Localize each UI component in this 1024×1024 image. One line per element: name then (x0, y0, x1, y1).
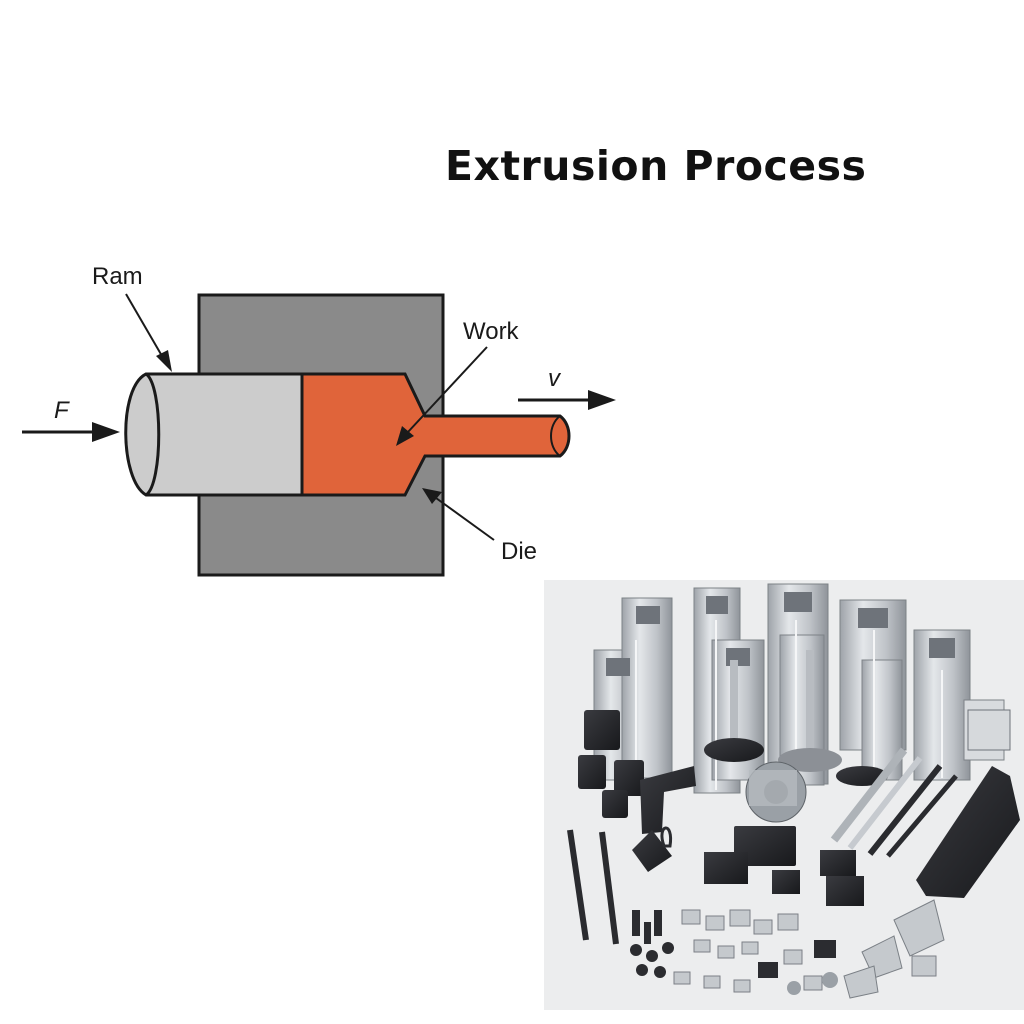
ram-end-curve (144, 372, 161, 497)
extrusion-products-photo (544, 580, 1024, 1010)
ram-label: Ram (92, 263, 143, 290)
extrudate-end-curve (550, 415, 561, 457)
force-arrow (92, 422, 120, 442)
leveling-feet (704, 650, 888, 823)
gusset-bracket (916, 766, 1020, 898)
velocity-label: v (548, 365, 562, 392)
extrusion-diagram: F v Ram Work Die (22, 263, 616, 577)
black-brackets (578, 710, 864, 906)
rails (567, 747, 958, 945)
work-label: Work (463, 318, 520, 345)
fasteners (630, 826, 945, 999)
ram (124, 372, 304, 497)
page-title: Extrusion Process (445, 142, 867, 190)
force-label: F (54, 397, 70, 424)
work-piece (300, 372, 571, 497)
velocity-arrow (588, 390, 616, 410)
die-label: Die (501, 538, 537, 565)
